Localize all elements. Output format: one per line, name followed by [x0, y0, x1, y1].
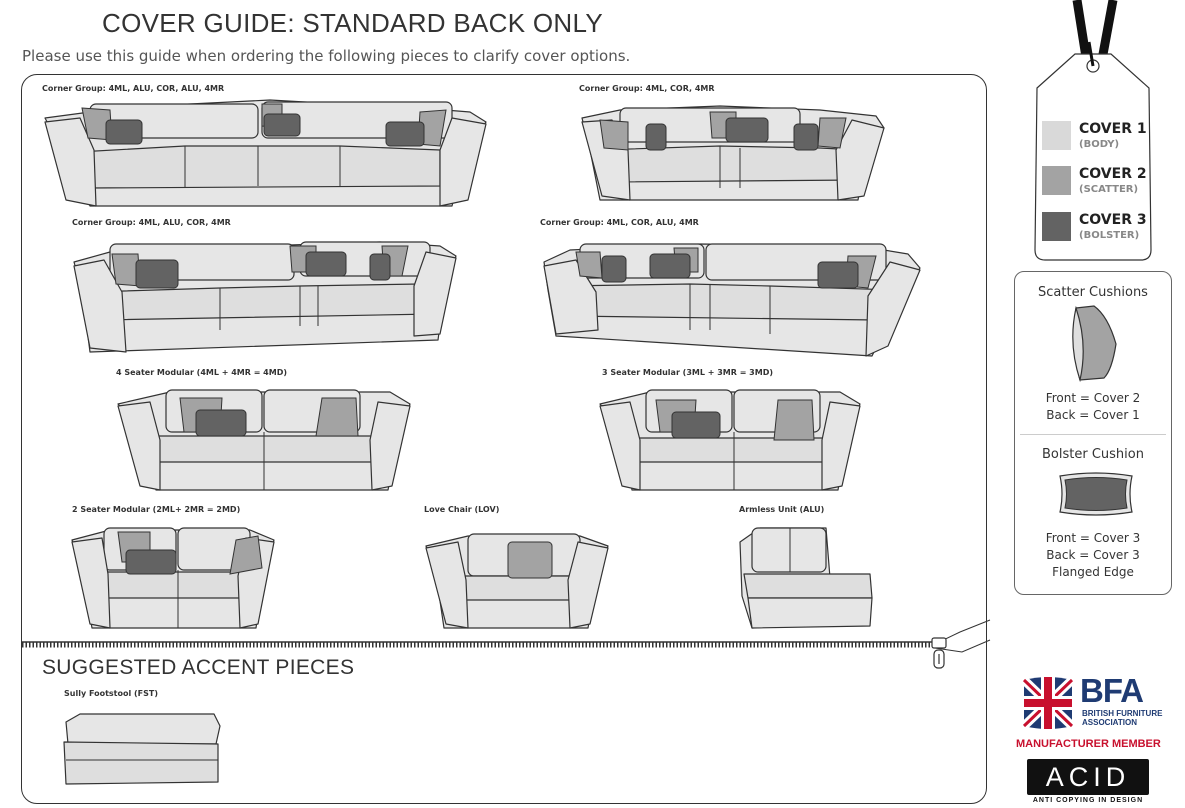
bolster-cushion-icon: [1059, 472, 1133, 516]
sofa-2-seater: [71, 527, 275, 629]
cover-3-sub: (BOLSTER): [1079, 230, 1140, 241]
accent-piece-label: Sully Footstool (FST): [64, 689, 158, 698]
cover-1-name: COVER 1: [1079, 121, 1147, 137]
bolster-edge: Flanged Edge: [1052, 565, 1134, 579]
sofa-corner-group-4: [543, 243, 921, 357]
cover-3-swatch: [1042, 212, 1071, 241]
sofa-4-seater: [117, 389, 411, 491]
piece-label: 3 Seater Modular (3ML + 3MR = 3MD): [602, 368, 774, 377]
piece-label: Corner Group: 4ML, COR, 4MR: [579, 84, 715, 93]
bfa-logo-text: BRITISH FURNITURE ASSOCIATION: [1082, 709, 1162, 727]
union-flag-icon: [1020, 676, 1076, 730]
scatter-front: Front = Cover 2: [1045, 391, 1141, 405]
piece-label: Love Chair (LOV): [424, 505, 500, 514]
cover-2-key: COVER 2 (SCATTER): [1042, 166, 1162, 196]
page-title: COVER GUIDE: STANDARD BACK ONLY: [102, 8, 603, 38]
bolster-front: Front = Cover 3: [1045, 531, 1141, 545]
cover-2-swatch: [1042, 166, 1071, 195]
acid-tagline: ANTI COPYING IN DESIGN: [1032, 797, 1144, 804]
cover-3-key: COVER 3 (BOLSTER): [1042, 212, 1162, 242]
sofa-3-seater: [599, 389, 861, 491]
zipper-divider: [22, 619, 991, 669]
cover-2-name: COVER 2: [1079, 166, 1147, 182]
bolster-back: Back = Cover 3: [1046, 548, 1140, 562]
piece-label: Corner Group: 4ML, ALU, COR, 4MR: [72, 218, 231, 227]
page-subtitle: Please use this guide when ordering the …: [22, 47, 631, 65]
piece-label: 2 Seater Modular (2ML+ 2MR = 2MD): [72, 505, 241, 514]
bolster-title: Bolster Cushion: [1042, 447, 1144, 462]
bfa-line-2: ASSOCIATION: [1082, 718, 1137, 727]
sofa-love-chair: [425, 533, 609, 629]
cover-1-key: COVER 1 (BODY): [1042, 121, 1162, 151]
sofa-corner-group-1: [44, 99, 487, 207]
scatter-back: Back = Cover 1: [1046, 408, 1140, 422]
pieces-frame: [21, 74, 987, 804]
panel-divider: [1020, 434, 1166, 435]
scatter-title: Scatter Cushions: [1038, 285, 1148, 300]
piece-label: Corner Group: 4ML, ALU, COR, ALU, 4MR: [42, 84, 225, 93]
sofa-corner-group-3: [73, 241, 457, 353]
acid-logo-box: [1027, 759, 1149, 795]
cover-1-swatch: [1042, 121, 1071, 150]
cushion-panel: [1014, 271, 1172, 595]
cover-1-sub: (BODY): [1079, 139, 1120, 150]
accent-section-title: SUGGESTED ACCENT PIECES: [42, 656, 355, 679]
piece-label: Corner Group: 4ML, COR, ALU, 4MR: [540, 218, 699, 227]
sofa-corner-group-2: [581, 105, 885, 201]
cover-tag: [1034, 0, 1152, 261]
scatter-cushion-icon: [1072, 305, 1117, 383]
bfa-logo-name: BFA: [1080, 672, 1144, 709]
sofa-armless-unit: [739, 527, 873, 629]
bfa-member-text: MANUFACTURER MEMBER: [1016, 738, 1161, 750]
bfa-line-1: BRITISH FURNITURE: [1082, 709, 1163, 718]
sofa-illustrations: .b { fill:#e6e6e6; stroke:#333; stroke-w…: [22, 99, 991, 785]
piece-label: Armless Unit (ALU): [739, 505, 825, 514]
cover-3-name: COVER 3: [1079, 212, 1147, 228]
footstool-illustration: [63, 713, 221, 785]
acid-logo-name: ACID: [1045, 762, 1131, 792]
piece-label: 4 Seater Modular (4ML + 4MR = 4MD): [116, 368, 288, 377]
cover-2-sub: (SCATTER): [1079, 184, 1139, 195]
